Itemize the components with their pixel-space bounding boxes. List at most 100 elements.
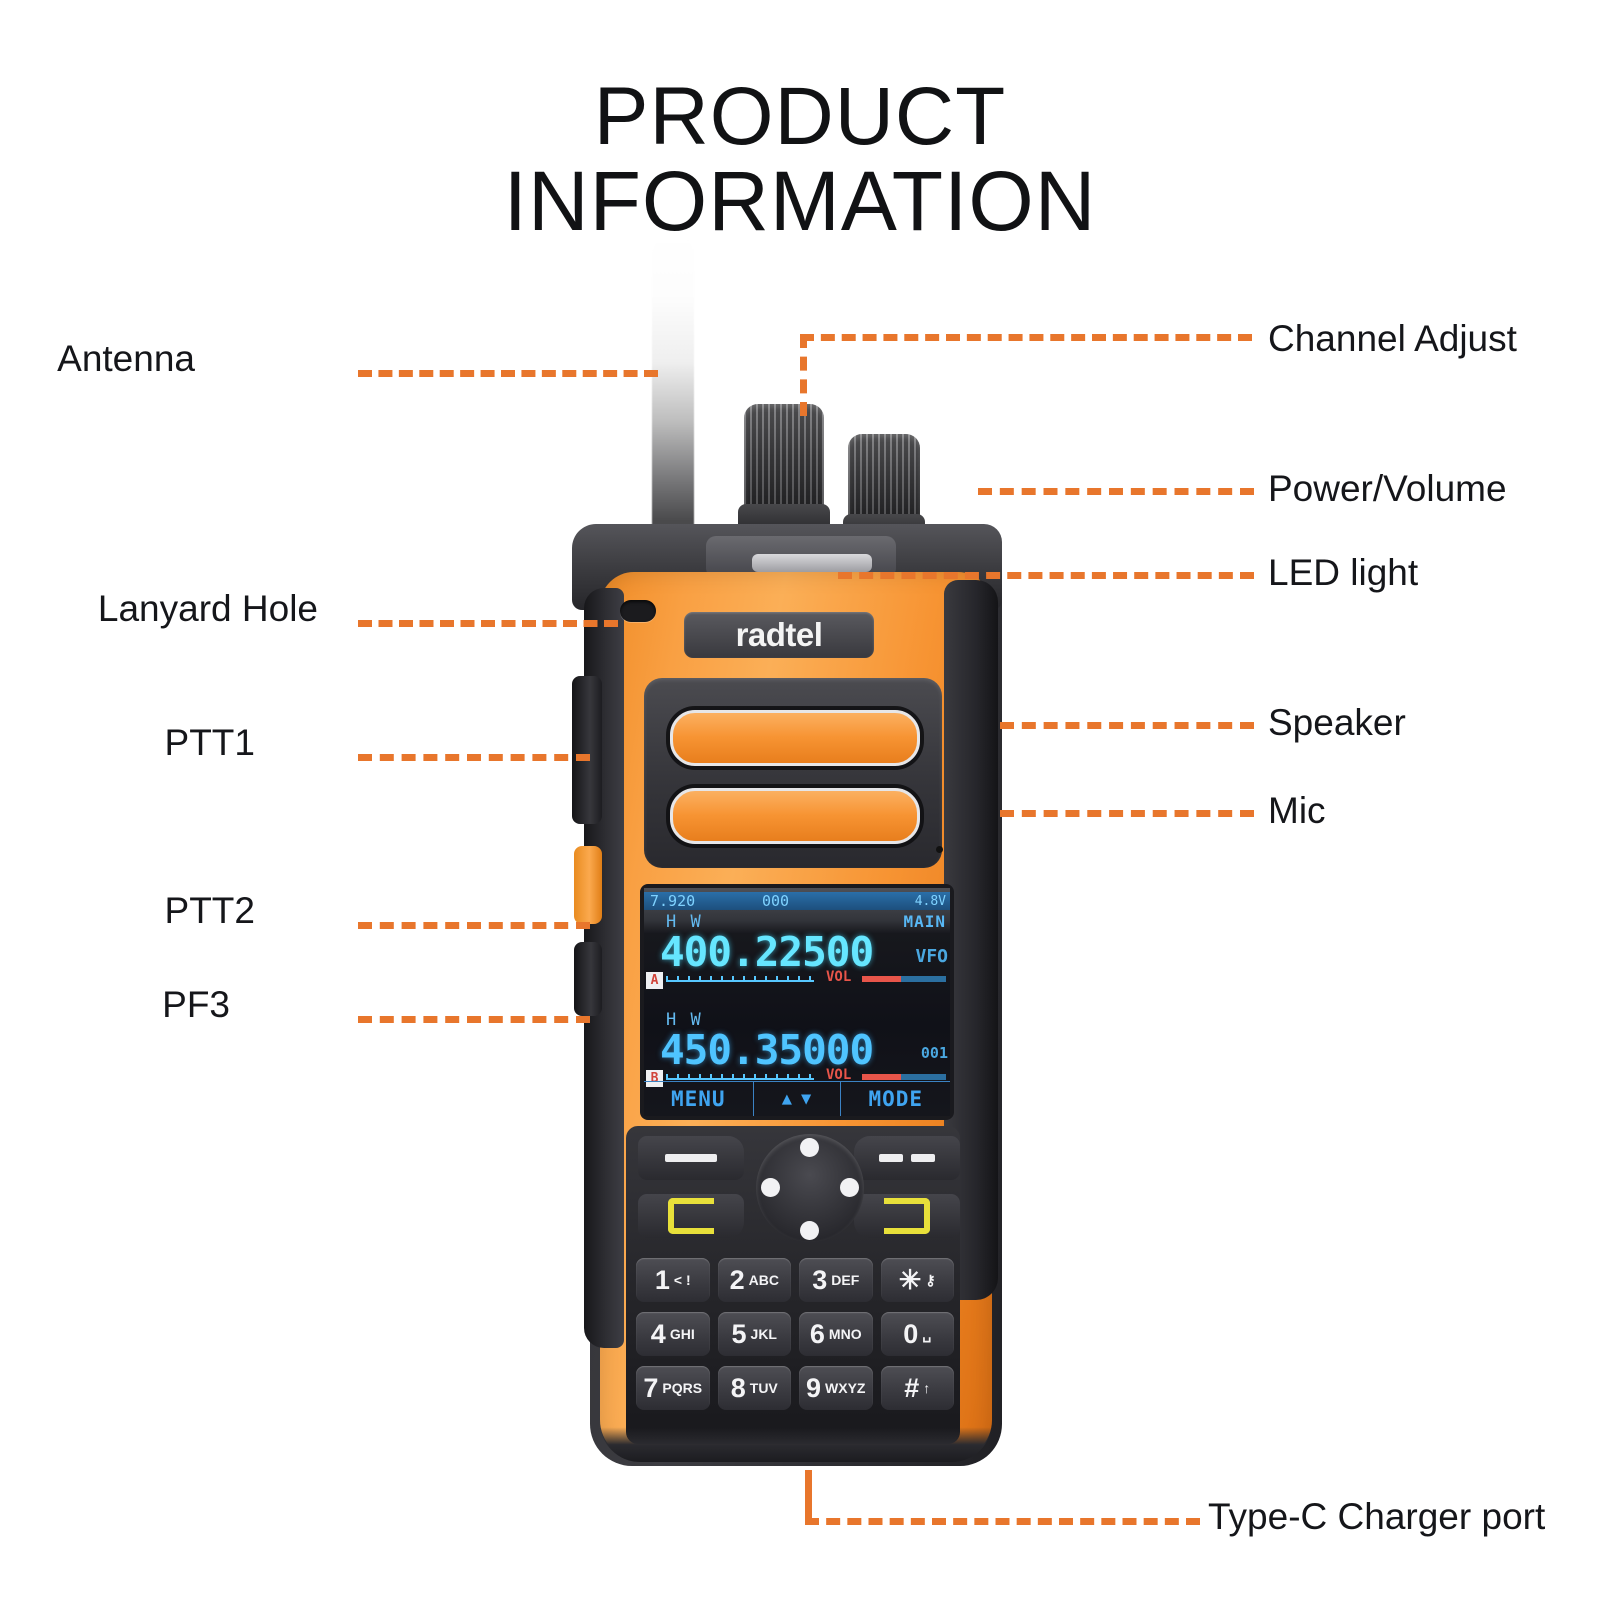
dash-icon (665, 1154, 717, 1162)
key-number: 2 (729, 1264, 745, 1295)
label-mic: Mic (1268, 790, 1326, 831)
row-b-volume: VOL (826, 1067, 946, 1083)
label-type-c-charger-port: Type-C Charger port (1208, 1496, 1546, 1537)
label-channel-adjust: Channel Adjust (1268, 318, 1517, 359)
row-a-power-level: H W (666, 912, 703, 932)
channel-adjust-knob[interactable] (738, 404, 830, 538)
key-number: 4 (650, 1318, 666, 1349)
navigation-dpad[interactable] (756, 1134, 864, 1242)
key-sublabel: < ! (673, 1272, 691, 1288)
key-#[interactable]: #↑ (880, 1366, 954, 1410)
dpad-left-icon[interactable] (761, 1178, 780, 1197)
leader-led-light (838, 572, 1254, 579)
status-left: 7.920 (650, 892, 696, 910)
key-sublabel: MNO (828, 1326, 862, 1342)
key-sublabel: ABC (748, 1272, 779, 1288)
label-pf3: PF3 (162, 984, 230, 1025)
ptt2-button[interactable] (574, 846, 602, 924)
leader-channel-adjust (800, 334, 1252, 341)
ptt1-button[interactable] (572, 676, 602, 824)
main-tag: MAIN (903, 912, 946, 931)
softkey-mode[interactable]: MODE (868, 1087, 924, 1111)
pf3-button[interactable] (574, 942, 602, 1016)
row-b-mode-tag: 001 (920, 1044, 948, 1062)
row-a-volume: VOL (826, 969, 946, 985)
row-a-signal-meter (666, 970, 814, 982)
row-b-band-marker: B (646, 1070, 663, 1087)
leader-channel-adjust-vertical (800, 334, 807, 416)
label-antenna: Antenna (57, 338, 195, 379)
lanyard-hole (620, 600, 656, 622)
dpad-right-icon[interactable] (840, 1178, 859, 1197)
label-ptt2: PTT2 (164, 890, 255, 931)
lcd-softkey-bar: MENU ▲ ▼ MODE (644, 1081, 950, 1116)
key-sublabel: ⚷ (925, 1271, 936, 1288)
row-b-vol-label: VOL (826, 1067, 852, 1083)
dpad-down-icon[interactable] (800, 1221, 819, 1240)
side-key-bottom-left[interactable] (638, 1194, 744, 1238)
softkey-arrows[interactable]: ▲ ▼ (754, 1082, 842, 1116)
channel-knob-cap (744, 404, 824, 512)
key-0[interactable]: 0␣ (880, 1312, 954, 1356)
leader-ptt1 (358, 754, 590, 761)
side-key-top-right[interactable] (854, 1136, 960, 1180)
row-a-frequency: 400.22500 (660, 928, 874, 976)
key-1[interactable]: 1< ! (636, 1258, 710, 1302)
label-led-light: LED light (1268, 552, 1419, 593)
key-number: 3 (812, 1264, 828, 1295)
side-key-top-left[interactable] (638, 1136, 744, 1180)
row-a-vol-bar (862, 976, 946, 982)
key-sublabel: JKL (750, 1326, 777, 1342)
key-number: 0 (903, 1318, 919, 1349)
key-sublabel: DEF (831, 1272, 860, 1288)
leader-power-volume (978, 488, 1254, 495)
arrow-up-icon[interactable]: ▲ (781, 1089, 793, 1109)
key-sublabel: WXYZ (825, 1380, 866, 1396)
brand-name: radtel (735, 616, 823, 653)
bottom-cap (600, 1404, 992, 1462)
power-volume-knob[interactable] (843, 434, 925, 544)
key-sublabel: TUV (749, 1380, 778, 1396)
key-number: # (904, 1372, 920, 1403)
row-b-signal-meter (666, 1068, 814, 1080)
row-a-mode-tag: VFO (915, 946, 948, 967)
dpad-up-icon[interactable] (800, 1138, 819, 1157)
label-lanyard-hole: Lanyard Hole (97, 588, 318, 629)
side-key-bottom-right[interactable] (854, 1194, 960, 1238)
leader-mic (1000, 810, 1254, 817)
key-number: 5 (731, 1318, 747, 1349)
arrow-down-icon[interactable]: ▼ (801, 1089, 813, 1109)
led-light (752, 554, 872, 572)
key-sublabel: GHI (669, 1326, 695, 1342)
mic-bar (670, 788, 920, 844)
leader-pf3 (358, 1016, 590, 1023)
key-number: 7 (643, 1372, 659, 1403)
label-power-volume: Power/Volume (1268, 468, 1507, 509)
label-ptt1: PTT1 (164, 722, 255, 763)
lcd-bezel: 7.920 000 4.8V MAIN H W 400.22500 VFO A … (640, 884, 954, 1120)
leader-ptt2 (358, 922, 590, 929)
key-sublabel: ␣ (922, 1325, 932, 1342)
lcd-screen: 7.920 000 4.8V MAIN H W 400.22500 VFO A … (644, 888, 950, 1116)
leader-lanyard-hole (358, 620, 618, 627)
softkey-menu[interactable]: MENU (644, 1082, 754, 1116)
leader-antenna (358, 370, 658, 377)
key-number: ✳ (898, 1264, 922, 1295)
antenna-rod (652, 236, 694, 536)
key-number: 8 (730, 1372, 746, 1403)
row-b-frequency: 450.35000 (660, 1026, 874, 1074)
bracket-left-icon (668, 1198, 714, 1234)
status-center: 000 (762, 892, 790, 910)
double-dash-icon (879, 1154, 935, 1162)
key-✳[interactable]: ✳⚷ (880, 1258, 954, 1302)
